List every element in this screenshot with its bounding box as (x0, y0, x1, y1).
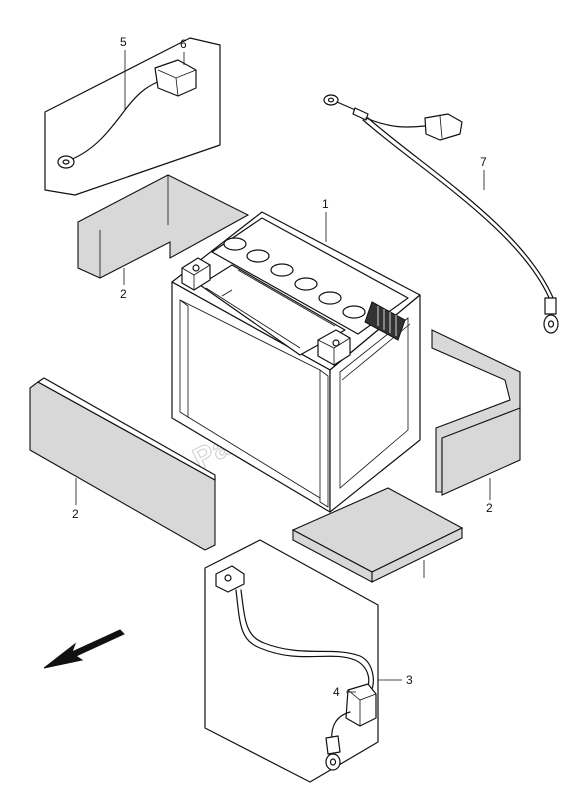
breather-cable-7 (323, 94, 559, 334)
front-arrow-icon (43, 629, 125, 669)
terminal-left (181, 257, 211, 291)
cell-caps (223, 237, 366, 319)
callout-1: 1 (322, 197, 329, 211)
pad-left-top (77, 174, 250, 279)
terminal-right (317, 329, 351, 366)
connector-7-icon (424, 113, 463, 141)
callout-7: 7 (480, 155, 487, 169)
boot-4-icon (345, 683, 377, 727)
callout-4: 4 (333, 685, 340, 699)
callout-5: 5 (120, 35, 127, 49)
callout-labels: 5 6 7 1 2 2 2 3 4 (72, 35, 493, 699)
pad-bottom (291, 487, 464, 583)
cable-5-panel (44, 37, 221, 196)
callout-2-right: 2 (486, 501, 493, 515)
callout-2-left-bottom: 2 (72, 507, 79, 521)
pad-left-bottom (29, 377, 216, 551)
battery-1 (171, 211, 421, 513)
cable-3-panel (204, 539, 379, 783)
pad-right (431, 329, 521, 496)
callout-3: 3 (406, 673, 413, 687)
callout-6: 6 (180, 37, 187, 51)
leader-lines (75, 50, 491, 693)
callout-2-left-top: 2 (120, 287, 127, 301)
